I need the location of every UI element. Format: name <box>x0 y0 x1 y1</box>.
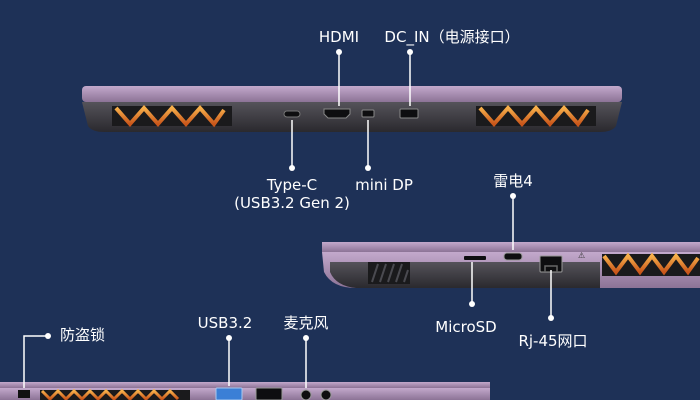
usb32-port <box>215 387 243 400</box>
callout-usb32 <box>226 335 232 386</box>
right-side-view: ⚠ <box>322 193 700 321</box>
side-intake-vent <box>368 262 410 284</box>
label-usb32: USB3.2 <box>197 314 253 332</box>
label-mini-dp: mini DP <box>355 176 413 194</box>
label-hdmi: HDMI <box>318 28 360 46</box>
mic-jack <box>300 389 312 400</box>
type-c-port <box>283 110 301 118</box>
usb-a-port-2 <box>255 387 283 400</box>
microsd-slot <box>464 256 486 260</box>
dc-in-port <box>399 108 419 119</box>
thunderbolt4-port <box>503 252 523 261</box>
side-lid <box>322 242 700 252</box>
audio-jack <box>320 389 332 400</box>
label-rj45: Rj-45网口 <box>518 332 588 350</box>
label-type-c-line2: (USB3.2 Gen 2) <box>234 194 350 212</box>
label-microsd: MicroSD <box>435 318 497 336</box>
left-side-view <box>0 333 490 400</box>
label-type-c-line1: Type-C <box>266 176 318 194</box>
rj45-port <box>539 255 563 273</box>
rear-lid <box>82 86 622 102</box>
callout-mini-dp <box>365 120 371 171</box>
callout-dc-in <box>407 49 413 106</box>
label-thunderbolt4: 雷电4 <box>493 172 533 190</box>
hdmi-port <box>323 108 351 119</box>
side-exhaust-vent <box>602 252 700 276</box>
port-symbol: ⚠ <box>578 251 585 260</box>
rear-left-vent <box>112 104 232 128</box>
mini-dp-port <box>361 109 375 118</box>
callout-rj45 <box>548 270 554 321</box>
label-type-c: Type-C (USB3.2 Gen 2) <box>234 176 350 212</box>
label-mic: 麦克风 <box>283 314 329 332</box>
callout-thunderbolt4 <box>510 193 516 250</box>
label-dc-in: DC_IN（电源接口） <box>384 28 520 46</box>
left-lid <box>0 382 490 388</box>
callout-lock <box>23 333 51 388</box>
left-exhaust-vent <box>40 388 190 400</box>
rear-right-vent <box>476 104 596 128</box>
callout-type-c <box>289 120 295 171</box>
lock-slot <box>18 390 30 398</box>
callout-hdmi <box>336 49 342 106</box>
callout-microsd <box>469 262 475 307</box>
label-lock: 防盗锁 <box>60 326 106 344</box>
callout-mic <box>303 335 309 388</box>
rear-view <box>82 49 622 171</box>
